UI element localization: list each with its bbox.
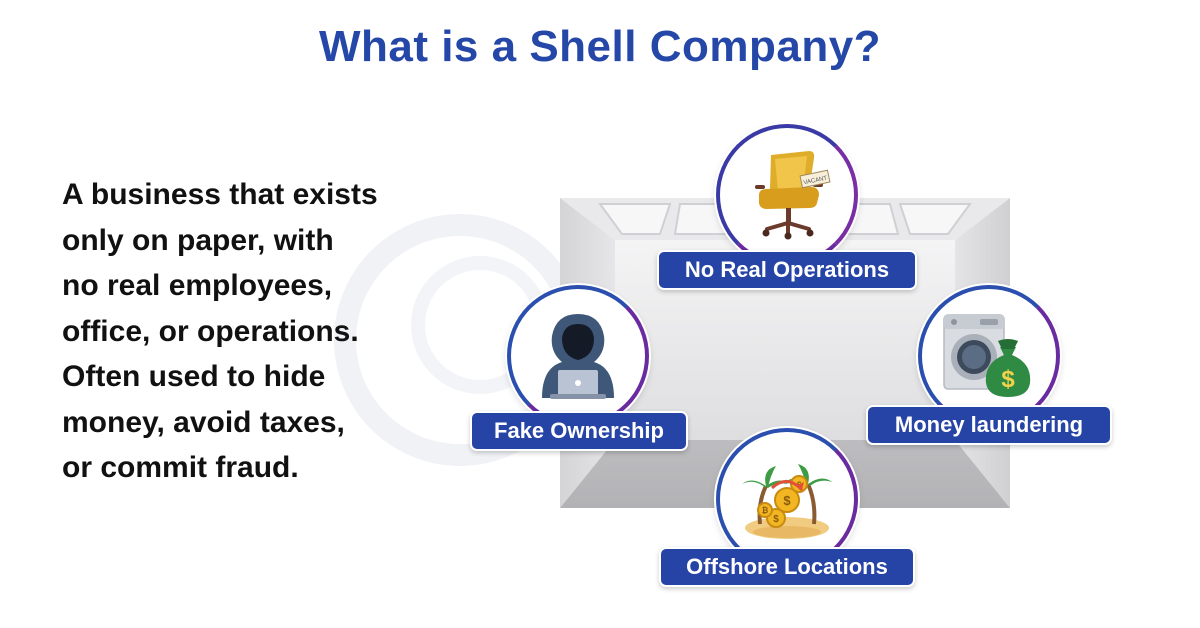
description-line: office, or operations. <box>62 314 359 348</box>
description-line: A business that exists <box>62 178 378 211</box>
label-offshore-locations: Offshore Locations <box>659 547 915 587</box>
washing-machine-money-bag-icon: $ <box>918 285 1060 427</box>
description-text: A business that exists only on paper, wi… <box>62 172 462 491</box>
island-coins-icon: $ $ € ₿ <box>716 428 858 570</box>
coin-symbol-text: ₿ <box>762 506 769 515</box>
description-line: no real employees, <box>62 269 333 302</box>
label-no-real-operations: No Real Operations <box>657 250 917 290</box>
page-title: What is a Shell Company? <box>318 22 882 71</box>
coin-symbol-text: $ <box>773 514 779 525</box>
label-money-laundering: Money laundering <box>866 405 1112 445</box>
description-line: Often used to hide <box>62 360 326 393</box>
bag-symbol-text: $ <box>1001 366 1015 393</box>
hooded-hacker-icon <box>507 285 649 427</box>
description-line: money, avoid taxes, <box>62 405 345 439</box>
label-fake-ownership: Fake Ownership <box>470 411 688 451</box>
description-line: only on paper, with <box>62 223 334 257</box>
vacant-tag-text: VACANT <box>803 175 828 186</box>
description-line: or commit fraud. <box>62 451 299 484</box>
vacant-office-chair-icon: VACANT <box>716 124 858 266</box>
coin-symbol-text: $ <box>783 493 791 508</box>
